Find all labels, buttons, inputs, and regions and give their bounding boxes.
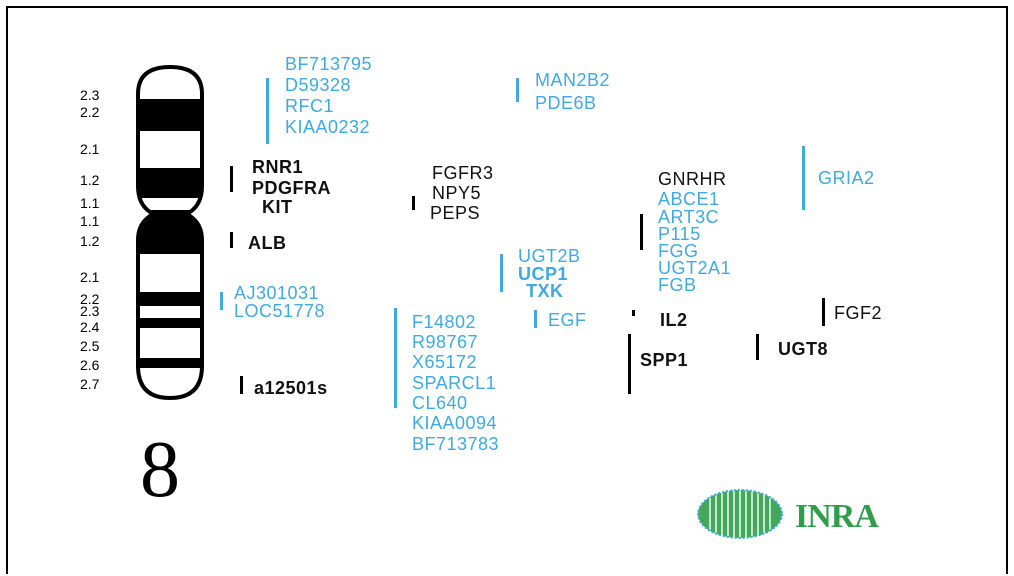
chromosome-number: 8 [140, 430, 180, 510]
gene-label: BF713795 [285, 54, 372, 74]
gene-label: GNRHR [658, 169, 727, 189]
band-label: 1.2 [80, 173, 99, 187]
gene-label: KIT [262, 197, 293, 217]
inra-logo-emblem [690, 486, 790, 546]
band-label: 2.5 [80, 339, 99, 353]
gene-label: F14802 [412, 312, 476, 332]
locus-bar [240, 376, 243, 394]
gene-label: KIAA0094 [412, 413, 497, 433]
gene-label: CL640 [412, 393, 468, 413]
inra-logo-text: INRA [795, 498, 878, 536]
gene-label: PDE6B [535, 93, 597, 113]
locus-bar [628, 334, 631, 394]
gene-label: FGF2 [834, 303, 882, 323]
gene-label: KIAA0232 [285, 117, 370, 137]
band-label: 2.3 [80, 88, 99, 102]
gene-label: RFC1 [285, 96, 334, 116]
band-label: 1.1 [80, 214, 99, 228]
gene-label: FGFR3 [432, 163, 494, 183]
band-label: 1.2 [80, 234, 99, 248]
locus-bar [230, 232, 233, 248]
gene-label: TXK [526, 281, 564, 301]
locus-bar [516, 78, 519, 102]
gene-label: R98767 [412, 332, 478, 352]
gene-label: LOC51778 [234, 301, 325, 321]
locus-bar [266, 78, 269, 144]
locus-bar [640, 214, 643, 250]
locus-bar [632, 310, 635, 316]
gene-label: AJ301031 [234, 283, 319, 303]
gene-label: PEPS [430, 203, 480, 223]
gene-label: D59328 [285, 75, 351, 95]
gene-label: MAN2B2 [535, 70, 610, 90]
locus-bar [822, 298, 825, 326]
gene-label: ALB [248, 233, 287, 253]
gene-label: X65172 [412, 352, 477, 372]
locus-bar [500, 254, 503, 292]
gene-label: EGF [548, 310, 587, 330]
chromosome-ideogram [130, 64, 210, 404]
gene-label: ABCE1 [658, 189, 720, 209]
locus-bar [756, 334, 759, 360]
gene-label: NPY5 [432, 183, 481, 203]
band-label: 2.1 [80, 142, 99, 156]
gene-label: SPP1 [640, 350, 688, 370]
band-label: 2.6 [80, 358, 99, 372]
gene-label: IL2 [660, 310, 688, 330]
band-label: 2.3 [80, 304, 99, 318]
gene-label: SPARCL1 [412, 373, 496, 393]
locus-bar [534, 310, 537, 328]
gene-label: UGT2B [518, 246, 581, 266]
band-label: 2.4 [80, 320, 99, 334]
gene-label: FGB [658, 275, 697, 295]
band-label: 1.1 [80, 196, 99, 210]
locus-bar [412, 196, 415, 210]
locus-bar [220, 292, 223, 310]
band-label: 2.2 [80, 105, 99, 119]
locus-bar [230, 166, 233, 192]
locus-bar [802, 146, 805, 210]
band-label: 2.1 [80, 270, 99, 284]
gene-label: RNR1 [252, 157, 303, 177]
gene-label: a12501s [254, 378, 328, 398]
gene-label: PDGFRA [252, 178, 331, 198]
gene-label: GRIA2 [818, 168, 875, 188]
gene-label: BF713783 [412, 434, 499, 454]
locus-bar [394, 308, 397, 408]
band-label: 2.7 [80, 377, 99, 391]
gene-label: UGT8 [778, 339, 828, 359]
